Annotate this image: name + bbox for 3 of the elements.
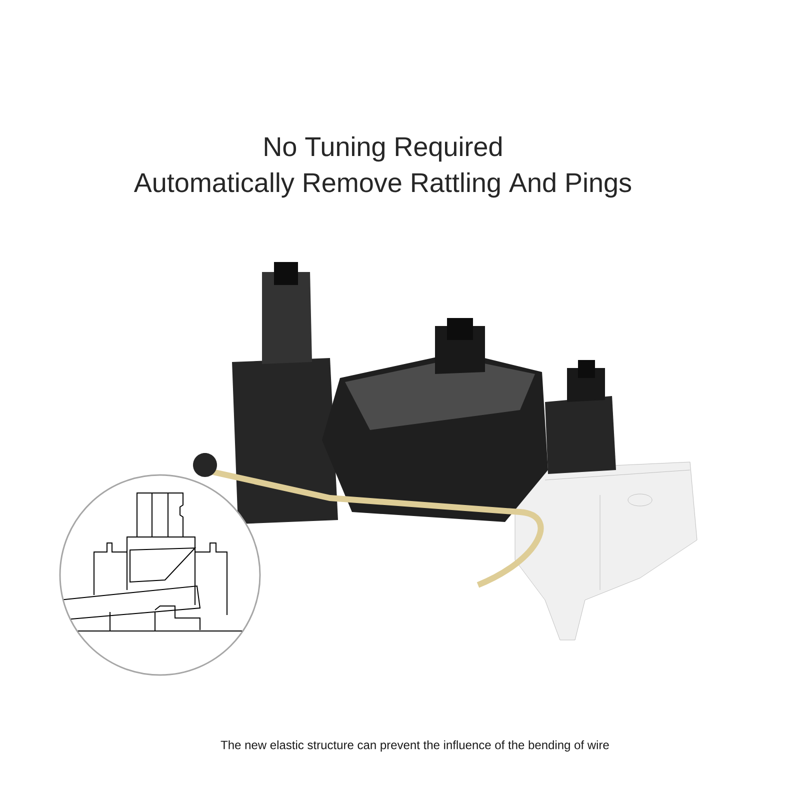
caption: The new elastic structure can prevent the influence of the bending of wire [220,740,609,752]
title: No Tuning Required [264,136,502,162]
subtitle: Automatically Remove Rattling And Pings [134,172,632,198]
